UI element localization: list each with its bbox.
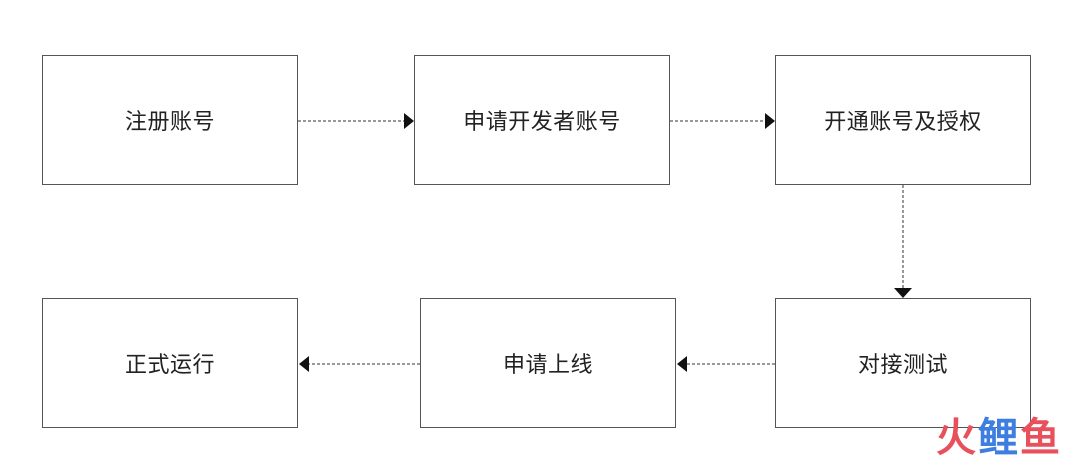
step-integration-test-label: 对接测试 — [857, 353, 948, 378]
arrow-register-to-developer — [298, 113, 414, 129]
step-apply-launch: 申请上线 — [420, 298, 676, 428]
step-integration-test: 对接测试 — [775, 298, 1031, 428]
arrow-launch-to-production — [299, 356, 420, 372]
arrow-activate-to-test — [894, 185, 912, 298]
step-production: 正式运行 — [42, 298, 298, 428]
step-apply-developer-label: 申请开发者账号 — [463, 110, 621, 135]
step-register: 注册账号 — [42, 55, 298, 185]
step-activate-authorize: 开通账号及授权 — [775, 55, 1031, 185]
step-register-label: 注册账号 — [124, 110, 215, 135]
step-apply-developer: 申请开发者账号 — [414, 55, 670, 185]
step-production-label: 正式运行 — [124, 353, 215, 378]
watermark-char-2: 鲤 — [978, 415, 1020, 461]
watermark-logo: 火鲤鱼 — [936, 405, 1062, 463]
watermark-char-3: 鱼 — [1020, 415, 1062, 461]
step-apply-launch-label: 申请上线 — [502, 353, 593, 378]
arrow-test-to-launch — [677, 356, 775, 372]
watermark-char-1: 火 — [936, 415, 978, 461]
arrow-developer-to-activate — [670, 113, 775, 129]
step-activate-authorize-label: 开通账号及授权 — [824, 110, 982, 135]
